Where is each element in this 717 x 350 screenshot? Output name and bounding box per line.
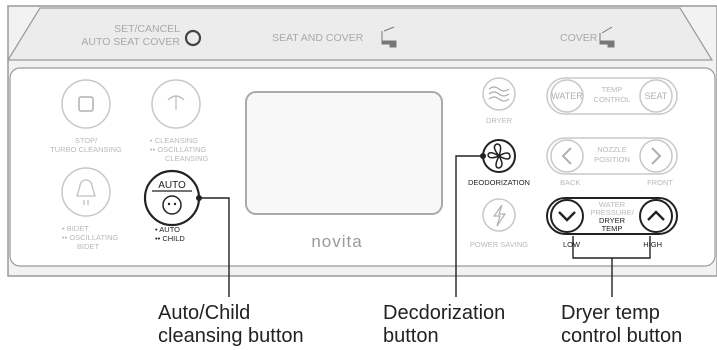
temp-control-pill [546, 77, 678, 115]
auto-child-callout: Auto/Child cleansing button [158, 302, 304, 347]
dryer-button[interactable] [482, 77, 516, 111]
deodorization-leader-line [455, 155, 483, 297]
auto-child-label-2: •• CHILD [155, 234, 185, 243]
fan-icon [487, 143, 511, 169]
stop-icon [78, 96, 94, 112]
stop-label-2: TURBO CLEANSING [50, 145, 122, 154]
stop-label-1: STOP/ [75, 136, 98, 145]
deodorization-leader-dot [480, 153, 486, 159]
deodorization-label: DEODORIZATION [468, 178, 530, 187]
seat-and-cover-icon[interactable] [381, 26, 397, 48]
child-face-icon [162, 195, 182, 215]
chevron-right-icon [651, 147, 662, 165]
stop-button[interactable] [61, 79, 111, 129]
bidet-label-2: •• OSCILLATING [62, 233, 119, 242]
auto-label: AUTO [158, 180, 186, 191]
seat-temp-label: SEAT [645, 91, 668, 101]
deodorization-callout: Decdorization button [383, 302, 506, 347]
auto-child-label-1: • AUTO [155, 225, 180, 234]
cover-icon[interactable] [599, 26, 615, 48]
brand-logo: novita [311, 232, 362, 251]
lightning-icon [492, 204, 507, 227]
chevron-up-icon [647, 210, 665, 221]
cover-label: COVER [560, 32, 598, 44]
bidet-label-3: BIDET [77, 242, 100, 251]
seat-temp-button[interactable] [639, 79, 673, 113]
nozzle-label-2: POSITION [594, 155, 630, 164]
cleansing-spray-icon [167, 95, 185, 110]
nozzle-label-1: NOZZLE [597, 145, 627, 154]
pressure-label-1: WATER [599, 200, 626, 209]
pressure-label-3: DRYER [599, 216, 626, 225]
nozzle-position-pill [546, 137, 678, 175]
low-button[interactable] [550, 199, 584, 233]
chevron-left-icon [561, 147, 572, 165]
front-label: FRONT [647, 178, 673, 187]
chevron-down-icon [558, 211, 576, 222]
seat-and-cover-label: SEAT AND COVER [272, 32, 364, 44]
cleansing-button[interactable] [151, 79, 201, 129]
cleansing-label-3: CLEANSING [165, 154, 209, 163]
set-cancel-label-1: SET/CANCEL [114, 23, 180, 35]
power-saving-button[interactable] [482, 198, 516, 232]
bidet-label-1: • BIDET [62, 224, 89, 233]
power-saving-label: POWER SAVING [470, 240, 528, 249]
nozzle-back-button[interactable] [550, 139, 584, 173]
back-label: BACK [560, 178, 580, 187]
dryer-label: DRYER [486, 116, 513, 125]
auto-child-leader-line [199, 197, 230, 297]
bidet-button[interactable] [61, 167, 111, 217]
pressure-label-4: TEMP [602, 224, 623, 233]
cleansing-label-2: •• OSCILLATING [150, 145, 207, 154]
panel-header-strip [6, 7, 714, 61]
high-label: HIGH [643, 240, 662, 249]
display-screen [245, 91, 443, 215]
temp-control-label-2: CONTROL [594, 95, 631, 104]
dryer-icon [488, 86, 510, 102]
nozzle-front-button[interactable] [639, 139, 673, 173]
set-cancel-label-2: AUTO SEAT COVER [81, 36, 180, 48]
low-label: LOW [563, 240, 581, 249]
water-temp-button[interactable] [550, 79, 584, 113]
dryer-temp-callout: Dryer temp control button [561, 302, 683, 347]
cleansing-label-1: • CLEANSING [150, 136, 198, 145]
pressure-label-2: PRESSURE/ [590, 208, 634, 217]
child-face-eye-left [167, 202, 171, 206]
bidet-icon [76, 179, 96, 205]
seat-cover-button-icon[interactable] [184, 29, 202, 47]
water-temp-label: WATER [551, 91, 583, 101]
pressure-dryer-temp-pill [546, 197, 678, 235]
temp-control-label-1: TEMP [602, 85, 623, 94]
high-button[interactable] [639, 199, 673, 233]
child-face-eye-right [173, 202, 177, 206]
auto-child-leader-dot [196, 195, 202, 201]
